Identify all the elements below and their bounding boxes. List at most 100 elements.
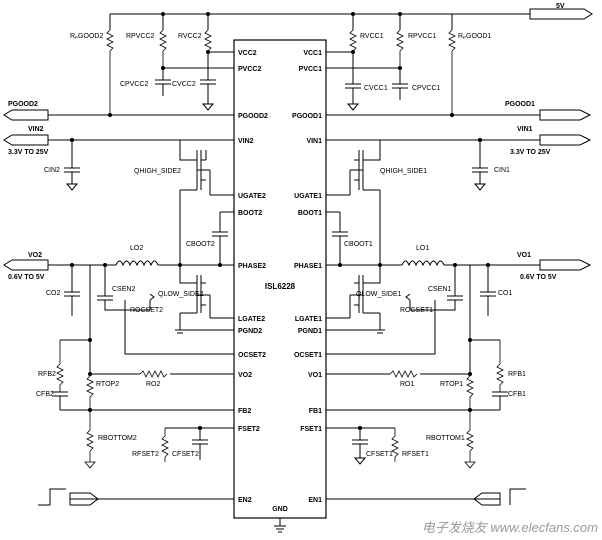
vo2-label: VO2	[28, 252, 42, 259]
pin-boot2: BOOT2	[238, 210, 262, 217]
label-rvcc1: RVCC1	[360, 33, 384, 40]
ic-gnd-label: GND	[272, 506, 288, 513]
rvcc2-resistor	[204, 29, 212, 68]
pin-vin1: VIN1	[306, 138, 322, 145]
label-cboot2: CBOOT2	[186, 241, 215, 248]
vo1-arrow	[539, 259, 592, 271]
vin1-arrow	[539, 134, 592, 146]
label-cfset1: CFSET1	[366, 451, 393, 458]
pin-ocset2: OCSET2	[238, 352, 266, 359]
pin-vo2: VO2	[238, 372, 252, 379]
label-ro2: RO2	[146, 381, 161, 388]
vo2-arrow	[3, 259, 49, 271]
vin2-arrow	[3, 134, 49, 146]
pin-lgate2: LGATE2	[238, 316, 265, 323]
pgood2-pullup-resistor	[106, 29, 114, 115]
label-rbottom2: RBOTTOM2	[98, 435, 137, 442]
label-rvcc2: RVCC2	[178, 33, 202, 40]
pin-phase2: PHASE2	[238, 263, 266, 270]
en2-input	[38, 488, 99, 506]
pin-ugate1: UGATE1	[294, 193, 322, 200]
vin2-label: VIN2	[28, 126, 44, 133]
qlow1-mosfet	[326, 265, 385, 334]
rtop2-resistor	[86, 374, 94, 410]
label-qlow2: QLOW_SIDE2	[158, 291, 204, 298]
label-co1: CO1	[498, 290, 513, 297]
pin-pgnd2: PGND2	[238, 328, 262, 335]
label-cpvcc1: CPVCC1	[412, 85, 441, 92]
rtop1-resistor	[466, 374, 474, 410]
pin-lgate1: LGATE1	[295, 316, 322, 323]
lo2-inductor	[115, 260, 159, 267]
gnd-lead	[274, 518, 286, 533]
label-cvcc1: CVCC1	[364, 85, 388, 92]
pin-vo1: VO1	[308, 372, 322, 379]
pin-fb1: FB1	[309, 408, 322, 415]
pgood2-label: PGOOD2	[8, 101, 38, 108]
rfb2-resistor	[56, 340, 64, 392]
label-rfset1: RFSET1	[402, 451, 429, 458]
ro1-resistor	[389, 370, 418, 378]
label-lo2: LO2	[130, 245, 143, 252]
left-pin-labels: VCC2PVCC2PGOOD2VIN2UGATE2BOOT2PHASE2LGAT…	[238, 50, 268, 504]
ro2-resistor	[139, 370, 168, 378]
label-qhigh1: QHIGH_SIDE1	[380, 168, 427, 175]
en1-input	[473, 488, 526, 506]
label-co2: CO2	[46, 290, 61, 297]
label-rfb1: RFB1	[508, 371, 526, 378]
label-csen1: CSEN1	[428, 286, 451, 293]
ic-body	[233, 39, 327, 519]
lo1-inductor	[401, 260, 445, 267]
qlow2-mosfet	[175, 265, 234, 334]
label-rpgood1: RₚGOOD1	[458, 33, 491, 40]
label-qhigh2: QHIGH_SIDE2	[134, 168, 181, 175]
label-cin2: CIN2	[44, 167, 60, 174]
pin-ugate2: UGATE2	[238, 193, 266, 200]
rbottom2-resistor	[84, 410, 96, 469]
vin1-range: 3.3V TO 25V	[510, 149, 551, 156]
pin-en2: EN2	[238, 497, 252, 504]
label-cboot1: CBOOT1	[344, 241, 373, 248]
pin-pgood1: PGOOD1	[292, 113, 322, 120]
qhigh1-mosfet	[326, 140, 381, 265]
pin-fset2: FSET2	[238, 426, 260, 433]
label-cin1: CIN1	[494, 167, 510, 174]
rpvcc1-resistor	[396, 29, 404, 68]
qhigh2-mosfet	[179, 140, 234, 265]
pin-phase1: PHASE1	[294, 263, 322, 270]
watermark: 电子发烧友 www.elecfans.com	[422, 520, 598, 535]
pgood1-label: PGOOD1	[505, 101, 535, 108]
pgood1-pullup-resistor	[448, 29, 456, 115]
rpvcc2-resistor	[159, 29, 167, 68]
pin-pvcc2: PVCC2	[238, 66, 261, 73]
rfset2-resistor	[161, 428, 169, 462]
label-csen2: CSEN2	[112, 286, 135, 293]
label-cfb2: CFB2	[36, 391, 54, 398]
pin-vcc1: VCC1	[303, 50, 322, 57]
label-rpvcc2: RPVCC2	[126, 33, 155, 40]
label-ro1: RO1	[400, 381, 415, 388]
vin1-label: VIN1	[517, 126, 533, 133]
label-cpvcc2: CPVCC2	[120, 81, 149, 88]
rail-5v-label: 5V	[556, 3, 565, 10]
pin-vin2: VIN2	[238, 138, 254, 145]
pgood1-arrow	[539, 109, 592, 121]
label-rtop1: RTOP1	[440, 381, 463, 388]
rbottom1-resistor	[464, 410, 476, 469]
label-rocset2: ROCSET2	[130, 307, 163, 314]
ic-name: ISL6228	[265, 282, 296, 291]
right-pin-labels: VCC1PVCC1PGOOD1VIN1UGATE1BOOT1PHASE1LGAT…	[292, 50, 322, 504]
label-rtop2: RTOP2	[96, 381, 119, 388]
vo1-label: VO1	[517, 252, 531, 259]
rfset1-resistor	[391, 428, 399, 462]
pin-boot1: BOOT1	[298, 210, 322, 217]
label-rfset2: RFSET2	[132, 451, 159, 458]
label-cfb1: CFB1	[508, 391, 526, 398]
label-rbottom1: RBOTTOM1	[426, 435, 465, 442]
label-lo1: LO1	[416, 245, 429, 252]
pin-vcc2: VCC2	[238, 50, 257, 57]
vo1-range: 0.6V TO 5V	[520, 274, 557, 281]
rvcc1-resistor	[349, 29, 357, 68]
pin-ocset1: OCSET1	[294, 352, 322, 359]
rail-5v-arrow	[529, 8, 593, 20]
